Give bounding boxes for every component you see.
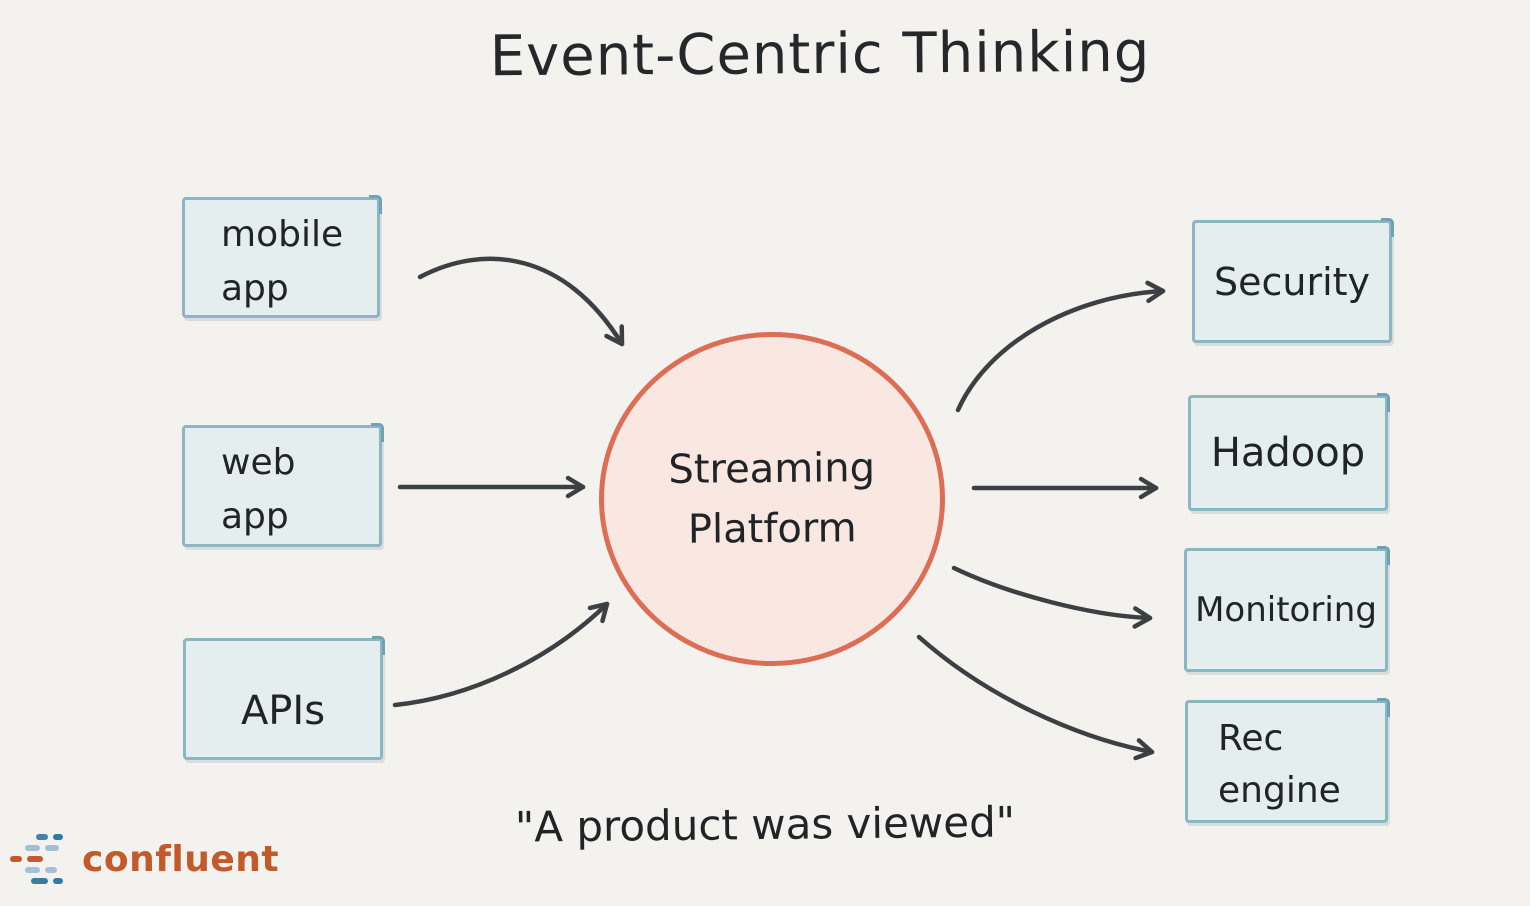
node-label-line: app: [221, 496, 289, 537]
node-label-line: mobile: [221, 214, 344, 255]
node-label-line: Security: [1213, 259, 1371, 304]
logo-dash: [25, 867, 40, 873]
arrow-platform-to-monitoring: [951, 565, 1153, 629]
node-label-line: app: [221, 268, 289, 309]
logo-dash: [45, 867, 57, 873]
node-label-line: Monitoring: [1195, 590, 1377, 630]
logo-mark-row: [36, 834, 76, 840]
event-quote: "A product was viewed": [514, 797, 1016, 852]
arrow-apis-to-platform: [392, 601, 610, 708]
arrow-platform-to-security: [955, 280, 1166, 413]
node-label-line: Streaming: [668, 445, 876, 493]
node-label-line: Platform: [687, 505, 857, 553]
node-mobile-app: mobile app: [182, 195, 382, 318]
diagram-title: Event-Centric Thinking: [489, 19, 1151, 90]
confluent-logo-mark-icon: [10, 834, 76, 884]
node-rec-engine: Rec engine: [1185, 698, 1390, 823]
node-security: Security: [1192, 218, 1394, 343]
logo-mark-row: [10, 856, 76, 862]
logo-dash: [36, 834, 48, 840]
node-web-app: web app: [182, 423, 384, 547]
confluent-logo-text: confluent: [82, 838, 280, 880]
node-apis: APIs: [183, 636, 385, 760]
node-label-line: APIs: [240, 688, 326, 734]
arrow-platform-to-rec-engine: [916, 634, 1155, 761]
logo-dash: [53, 878, 63, 884]
node-label-line: Rec: [1218, 718, 1284, 759]
logo-dash: [45, 845, 59, 851]
logo-dash: [25, 845, 40, 851]
node-hadoop: Hadoop: [1188, 393, 1390, 511]
logo-dash: [31, 878, 48, 884]
logo-dash: [10, 856, 22, 862]
logo-mark-row: [25, 845, 76, 851]
logo-dash: [53, 834, 63, 840]
logo-mark-row: [31, 878, 76, 884]
node-streaming-platform: Streaming Platform: [597, 330, 947, 668]
logo-dash: [27, 856, 43, 862]
node-label-line: engine: [1218, 770, 1341, 812]
node-monitoring: Monitoring: [1184, 546, 1390, 672]
arrow-mobile-app-to-platform: [417, 256, 625, 347]
node-label-line: Hadoop: [1210, 430, 1366, 476]
node-label-line: web: [221, 442, 296, 483]
confluent-logo: confluent: [10, 834, 279, 884]
logo-mark-row: [25, 867, 76, 873]
